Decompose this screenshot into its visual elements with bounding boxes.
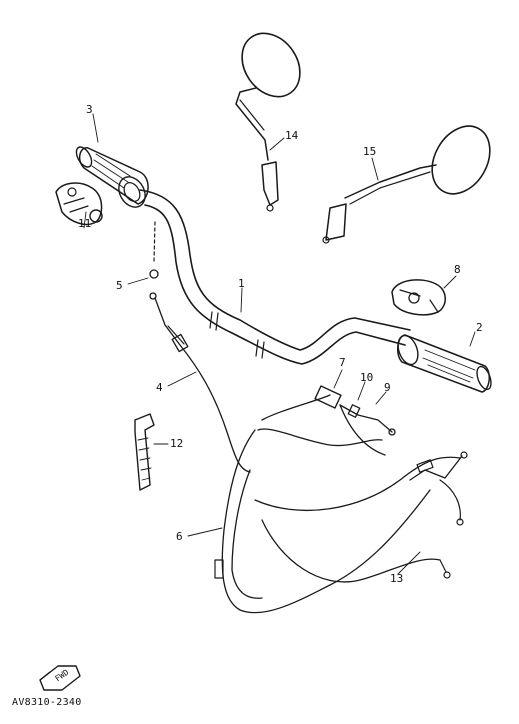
- clutch-cable: [154, 297, 251, 473]
- callout-7: 7: [339, 356, 346, 369]
- callout-10: 10: [360, 371, 374, 384]
- callout-2: 2: [476, 321, 483, 334]
- callout-13: 13: [390, 572, 404, 585]
- callout-15: 15: [363, 145, 377, 158]
- right-grip: [397, 334, 492, 393]
- cable-part-13: [261, 451, 468, 583]
- leader-lines: [83, 113, 476, 575]
- left-switch-housing: [55, 182, 103, 226]
- callout-6: 6: [176, 530, 183, 543]
- callout-1: 1: [238, 277, 245, 290]
- callout-12: 12: [170, 437, 184, 450]
- handlebar: [139, 189, 411, 365]
- brake-cable-assembly: [314, 385, 396, 456]
- drawing-code: AV8310-2340: [12, 697, 82, 708]
- callout-5: 5: [116, 279, 123, 292]
- callout-11: 11: [78, 217, 92, 230]
- callout-14: 14: [285, 129, 299, 142]
- throttle-cables: [214, 394, 461, 614]
- callout-4: 4: [156, 381, 163, 394]
- forward-arrow-icon: [39, 665, 81, 691]
- callout-9: 9: [384, 381, 391, 394]
- right-switch-housing: [391, 279, 446, 316]
- bolt-part-5: [149, 221, 159, 300]
- right-mirror: [322, 125, 491, 244]
- cable-strap: [134, 413, 155, 491]
- callout-3: 3: [86, 103, 93, 116]
- callout-8: 8: [454, 263, 461, 276]
- left-mirror: [235, 32, 301, 212]
- left-grip: [75, 146, 149, 208]
